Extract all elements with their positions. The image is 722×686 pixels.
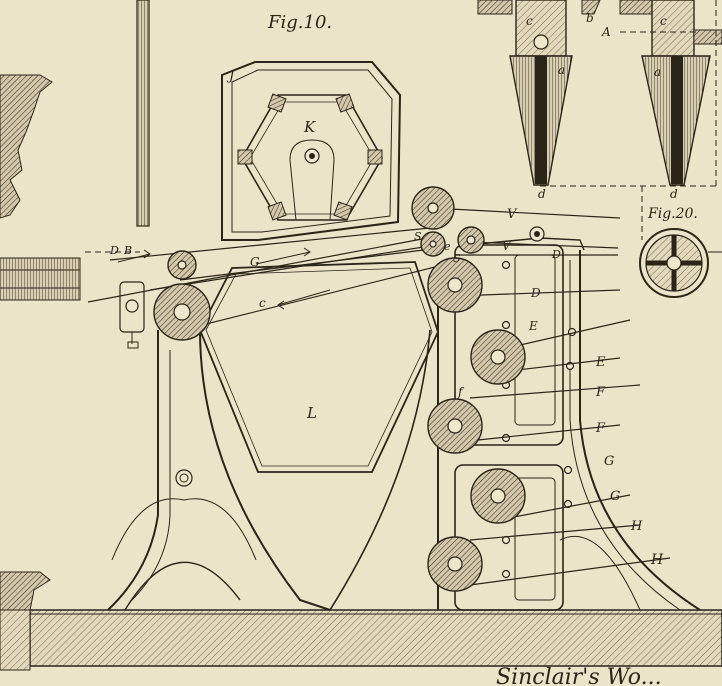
roller-V: [457, 226, 485, 254]
top-bracket: [467, 226, 585, 251]
label-S2: S: [453, 252, 461, 265]
roller-G: [470, 468, 526, 524]
label-c-belt: c: [259, 296, 266, 310]
roller-D: [427, 257, 483, 313]
label-L: L: [306, 404, 317, 422]
label-F2: F: [595, 421, 606, 436]
fig20-label: Fig.20.: [647, 206, 698, 222]
hexagonal-drum-K: [237, 93, 383, 221]
label-b: b: [586, 11, 594, 25]
roller-small-S: [420, 231, 446, 257]
label-H2: H: [650, 552, 664, 568]
label-layer: Fig.10. Fig.20. J K L D B G c S e S V V …: [109, 11, 698, 686]
label-K: K: [303, 118, 316, 136]
label-D-top: D: [551, 248, 561, 261]
label-D-left: D: [109, 244, 119, 257]
nozzle-left: [477, 0, 601, 186]
label-G1: G: [604, 454, 614, 469]
left-bracket-fragment: [0, 257, 81, 301]
roller-small-left: [167, 250, 197, 280]
label-V-lower: V: [502, 239, 512, 253]
left-base-fragment: [0, 571, 51, 671]
fig10-label: Fig.10.: [267, 12, 332, 33]
label-S1: S: [414, 230, 422, 243]
label-a-right: a: [654, 65, 661, 79]
fig20-wheel: [639, 228, 722, 298]
nozzle-dashed-guides: [540, 0, 717, 240]
label-E1: E: [528, 319, 538, 333]
roller-large-left: [153, 283, 211, 341]
label-V-upper: V: [507, 207, 518, 222]
bottom-caption: Sinclair's Wo...: [496, 665, 662, 686]
label-E2: E: [595, 355, 606, 370]
label-J: J: [226, 69, 235, 84]
label-a-left: a: [558, 63, 565, 77]
roller-set: [153, 186, 526, 592]
left-cornice-fragment: [0, 74, 53, 219]
label-D-right: D: [530, 286, 541, 300]
feed-mechanism: [119, 281, 145, 349]
label-f: f: [457, 385, 465, 399]
label-H1: H: [630, 519, 643, 534]
frame-left-leg: [107, 329, 331, 611]
label-d-right: d: [670, 187, 678, 201]
roller-E: [470, 329, 526, 385]
nozzle-right: [619, 0, 722, 186]
hopper-housing-J: [221, 61, 402, 241]
base-plinth: [29, 609, 722, 667]
label-G-belt: G: [250, 255, 260, 269]
label-A: A: [601, 25, 611, 39]
label-c-left: c: [526, 14, 533, 28]
roller-top-S: [411, 186, 455, 230]
label-c-right: c: [660, 14, 667, 28]
label-B: B: [123, 244, 132, 257]
roller-F: [427, 398, 483, 454]
roller-H: [427, 536, 483, 592]
label-F1: F: [595, 385, 606, 400]
vertical-rod: [136, 0, 150, 227]
label-G2: G: [610, 489, 620, 504]
label-d-left: d: [538, 187, 546, 201]
label-e: e: [444, 240, 451, 253]
